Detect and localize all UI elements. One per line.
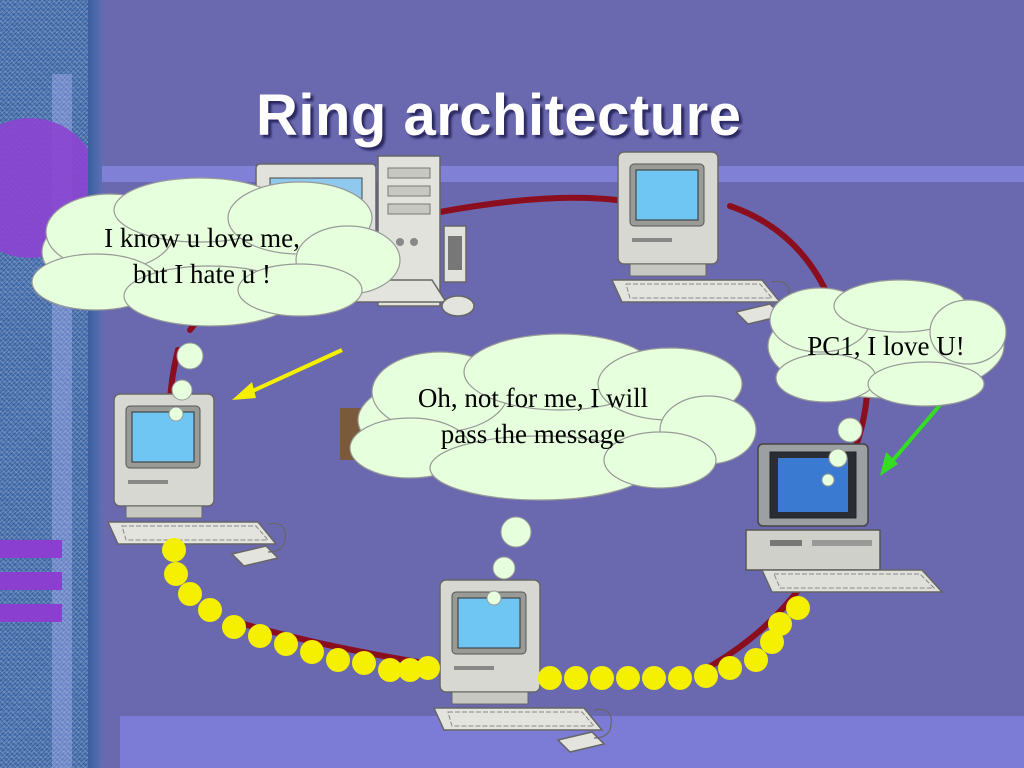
slide-title: Ring architecture bbox=[256, 83, 742, 148]
arrow-yellow bbox=[232, 348, 343, 400]
bubble-text-pc1: I know u love me, but I hate u ! bbox=[52, 220, 352, 292]
bubble-line: I know u love me, but I hate u ! bbox=[104, 223, 300, 289]
computer-icon-top-right bbox=[611, 151, 791, 325]
decor-stripe bbox=[0, 540, 62, 558]
computer-icon-right bbox=[745, 443, 943, 593]
thought-bubble-relay bbox=[349, 333, 757, 501]
decor-stripe bbox=[0, 572, 62, 590]
computer-icon-left bbox=[107, 393, 287, 567]
bubble-line: PC1, I love U! bbox=[807, 331, 965, 361]
denim-edge bbox=[88, 0, 102, 768]
thought-bubble-pc1 bbox=[31, 177, 401, 327]
computer-icon-bottom bbox=[433, 579, 613, 753]
bubble-text-relay: Oh, not for me, I will pass the message bbox=[368, 380, 698, 452]
token-beads bbox=[162, 538, 810, 690]
bubble-text-sender: PC1, I love U! bbox=[776, 328, 996, 364]
bubble-line: Oh, not for me, I will pass the message bbox=[417, 383, 649, 449]
thought-bubble-sender bbox=[767, 279, 1007, 407]
decor-stripe bbox=[0, 604, 62, 622]
ring-cable bbox=[166, 194, 871, 675]
arrow-green bbox=[880, 396, 948, 476]
